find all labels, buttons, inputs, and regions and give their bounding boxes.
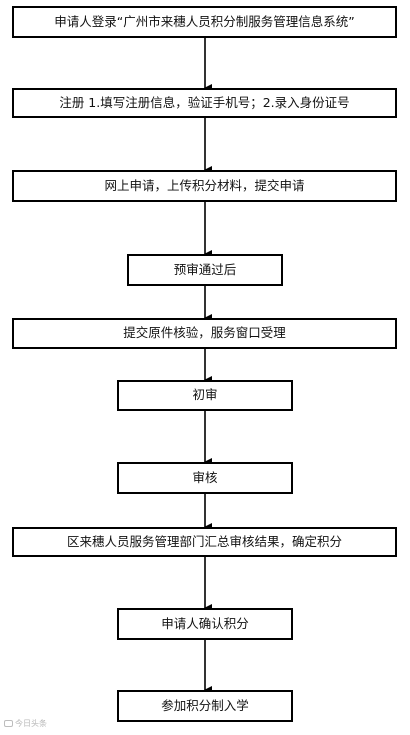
step-login: 申请人登录“广州市来穗人员积分制服务管理信息系统” [12,6,397,38]
watermark-text: 今日头条 [15,719,47,728]
step-register: 注册 1.填写注册信息，验证手机号；2.录入身份证号 [12,88,397,118]
step-confirm-points: 申请人确认积分 [117,608,293,640]
step-first-review: 初审 [117,380,293,411]
step-school-admission: 参加积分制入学 [117,690,293,722]
step-online-apply: 网上申请，上传积分材料，提交申请 [12,170,397,202]
toutiao-logo-icon [4,720,13,727]
watermark: 今日头条 [4,718,47,729]
step-summarize-results: 区来穗人员服务管理部门汇总审核结果，确定积分 [12,527,397,557]
step-submit-originals: 提交原件核验，服务窗口受理 [12,318,397,349]
step-pre-review-passed: 预审通过后 [127,254,283,286]
step-audit: 审核 [117,462,293,494]
